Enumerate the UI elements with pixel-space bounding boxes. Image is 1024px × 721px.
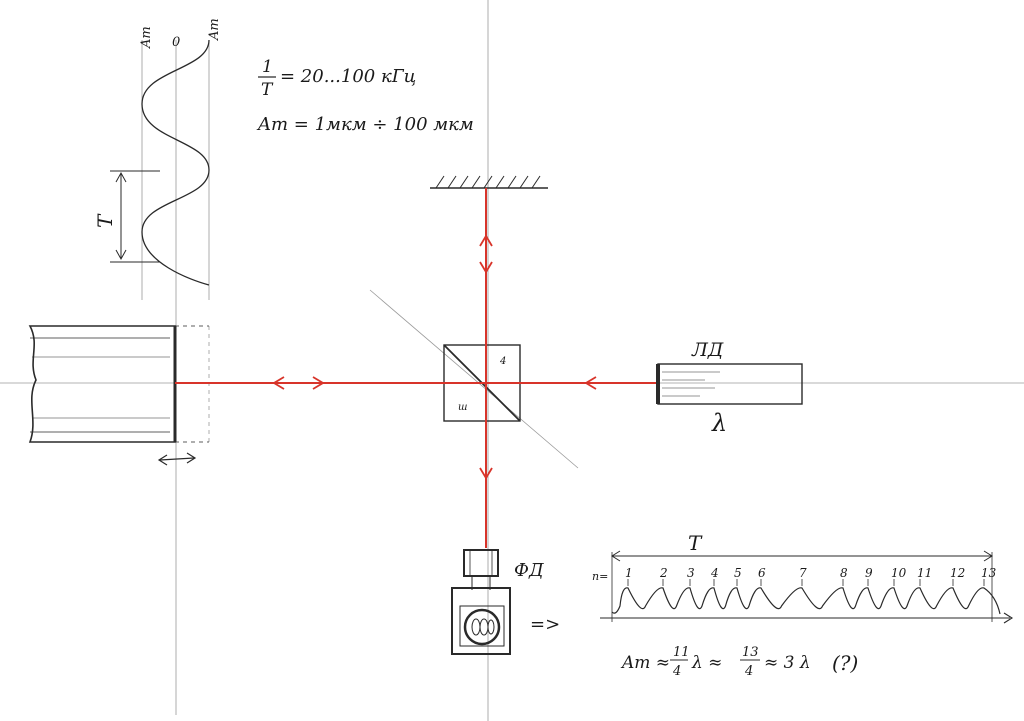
beam-arrow-from-laser-icon (584, 376, 597, 390)
fringe-number-5: 5 (734, 566, 742, 580)
beam-arrow-to-object-icon (272, 376, 285, 390)
displacement-oscillation-plot: Am 0 Am T (93, 18, 222, 286)
fringe-number-6: 6 (758, 566, 766, 580)
estimate-frac2-num: 13 (742, 645, 759, 660)
estimate-frac2-den: 4 (744, 664, 753, 679)
period-label-osc: T (93, 213, 117, 228)
fringe-number-9: 9 (865, 566, 873, 580)
laser-diode: ЛД λ (656, 339, 803, 437)
fringe-number-11: 11 (917, 566, 932, 580)
reference-mirror (430, 175, 548, 189)
amplitude-estimate: Am ≈ 11 4 λ ≈ 13 4 ≈ 3 λ (?) (620, 645, 858, 679)
osc-axis-right-label: Am (207, 18, 222, 41)
estimate-frac1-num: 11 (673, 645, 690, 660)
fringe-number-8: 8 (840, 566, 848, 580)
detector-label: ФД (514, 560, 544, 581)
estimate-frac1-den: 4 (672, 664, 681, 679)
estimate-prefix: Am ≈ (620, 653, 670, 673)
period-arrow-down-icon (115, 249, 127, 261)
freq-numerator: 1 (262, 57, 273, 77)
fringe-number-10: 10 (891, 566, 907, 580)
period-arrow-up-icon (115, 171, 127, 183)
wavelength-label: λ (711, 409, 727, 437)
fringe-number-7: 7 (799, 566, 807, 580)
implies-arrow: => (530, 614, 560, 635)
signal-period-label: T (688, 531, 703, 555)
beam-arrow-to-detector-icon (479, 467, 493, 480)
estimate-mid: λ ≈ (691, 653, 722, 673)
laser-beams (175, 188, 658, 548)
signal-n-label: n= (592, 570, 608, 583)
object-body (28, 325, 176, 443)
estimate-tail: ≈ 3 λ (764, 653, 811, 673)
signal-axis-arrow-icon (1003, 612, 1014, 624)
cube-mark-top: 4 (499, 356, 506, 367)
vibrating-object (28, 325, 209, 466)
fringe-number-4: 4 (710, 566, 719, 580)
object-motion-right-icon (186, 452, 197, 464)
formulas: 1 T = 20...100 кГц Am = 1мкм ÷ 100 мкм (256, 57, 474, 135)
object-motion-left-icon (157, 454, 168, 466)
object-motion-arrow (159, 457, 195, 461)
laser-label: ЛД (691, 339, 724, 361)
signal-waveform (611, 587, 1001, 615)
fringe-number-13: 13 (981, 566, 997, 580)
osc-axis-zero-label: 0 (172, 35, 180, 50)
detector-lens-icon (463, 608, 501, 646)
amplitude-formula: Am = 1мкм ÷ 100 мкм (256, 114, 474, 135)
fringe-number-1: 1 (625, 566, 633, 580)
fringe-number-12: 12 (950, 566, 965, 580)
fringe-number-2: 2 (659, 566, 668, 580)
beam-arrow-from-object-icon (312, 376, 325, 390)
fringe-number-3: 3 (687, 566, 695, 580)
oscillation-sine-curve (141, 39, 210, 286)
freq-denominator: T (261, 80, 274, 100)
beam-arrow-up-icon (479, 234, 493, 247)
estimate-question: (?) (832, 651, 858, 675)
freq-formula: = 20...100 кГц (280, 66, 416, 87)
cube-mark-bottom: ш (458, 402, 467, 413)
osc-axis-left-label: Am (139, 26, 154, 49)
photodetector: ФД => (451, 549, 560, 655)
beam-arrow-down-icon (479, 261, 493, 274)
